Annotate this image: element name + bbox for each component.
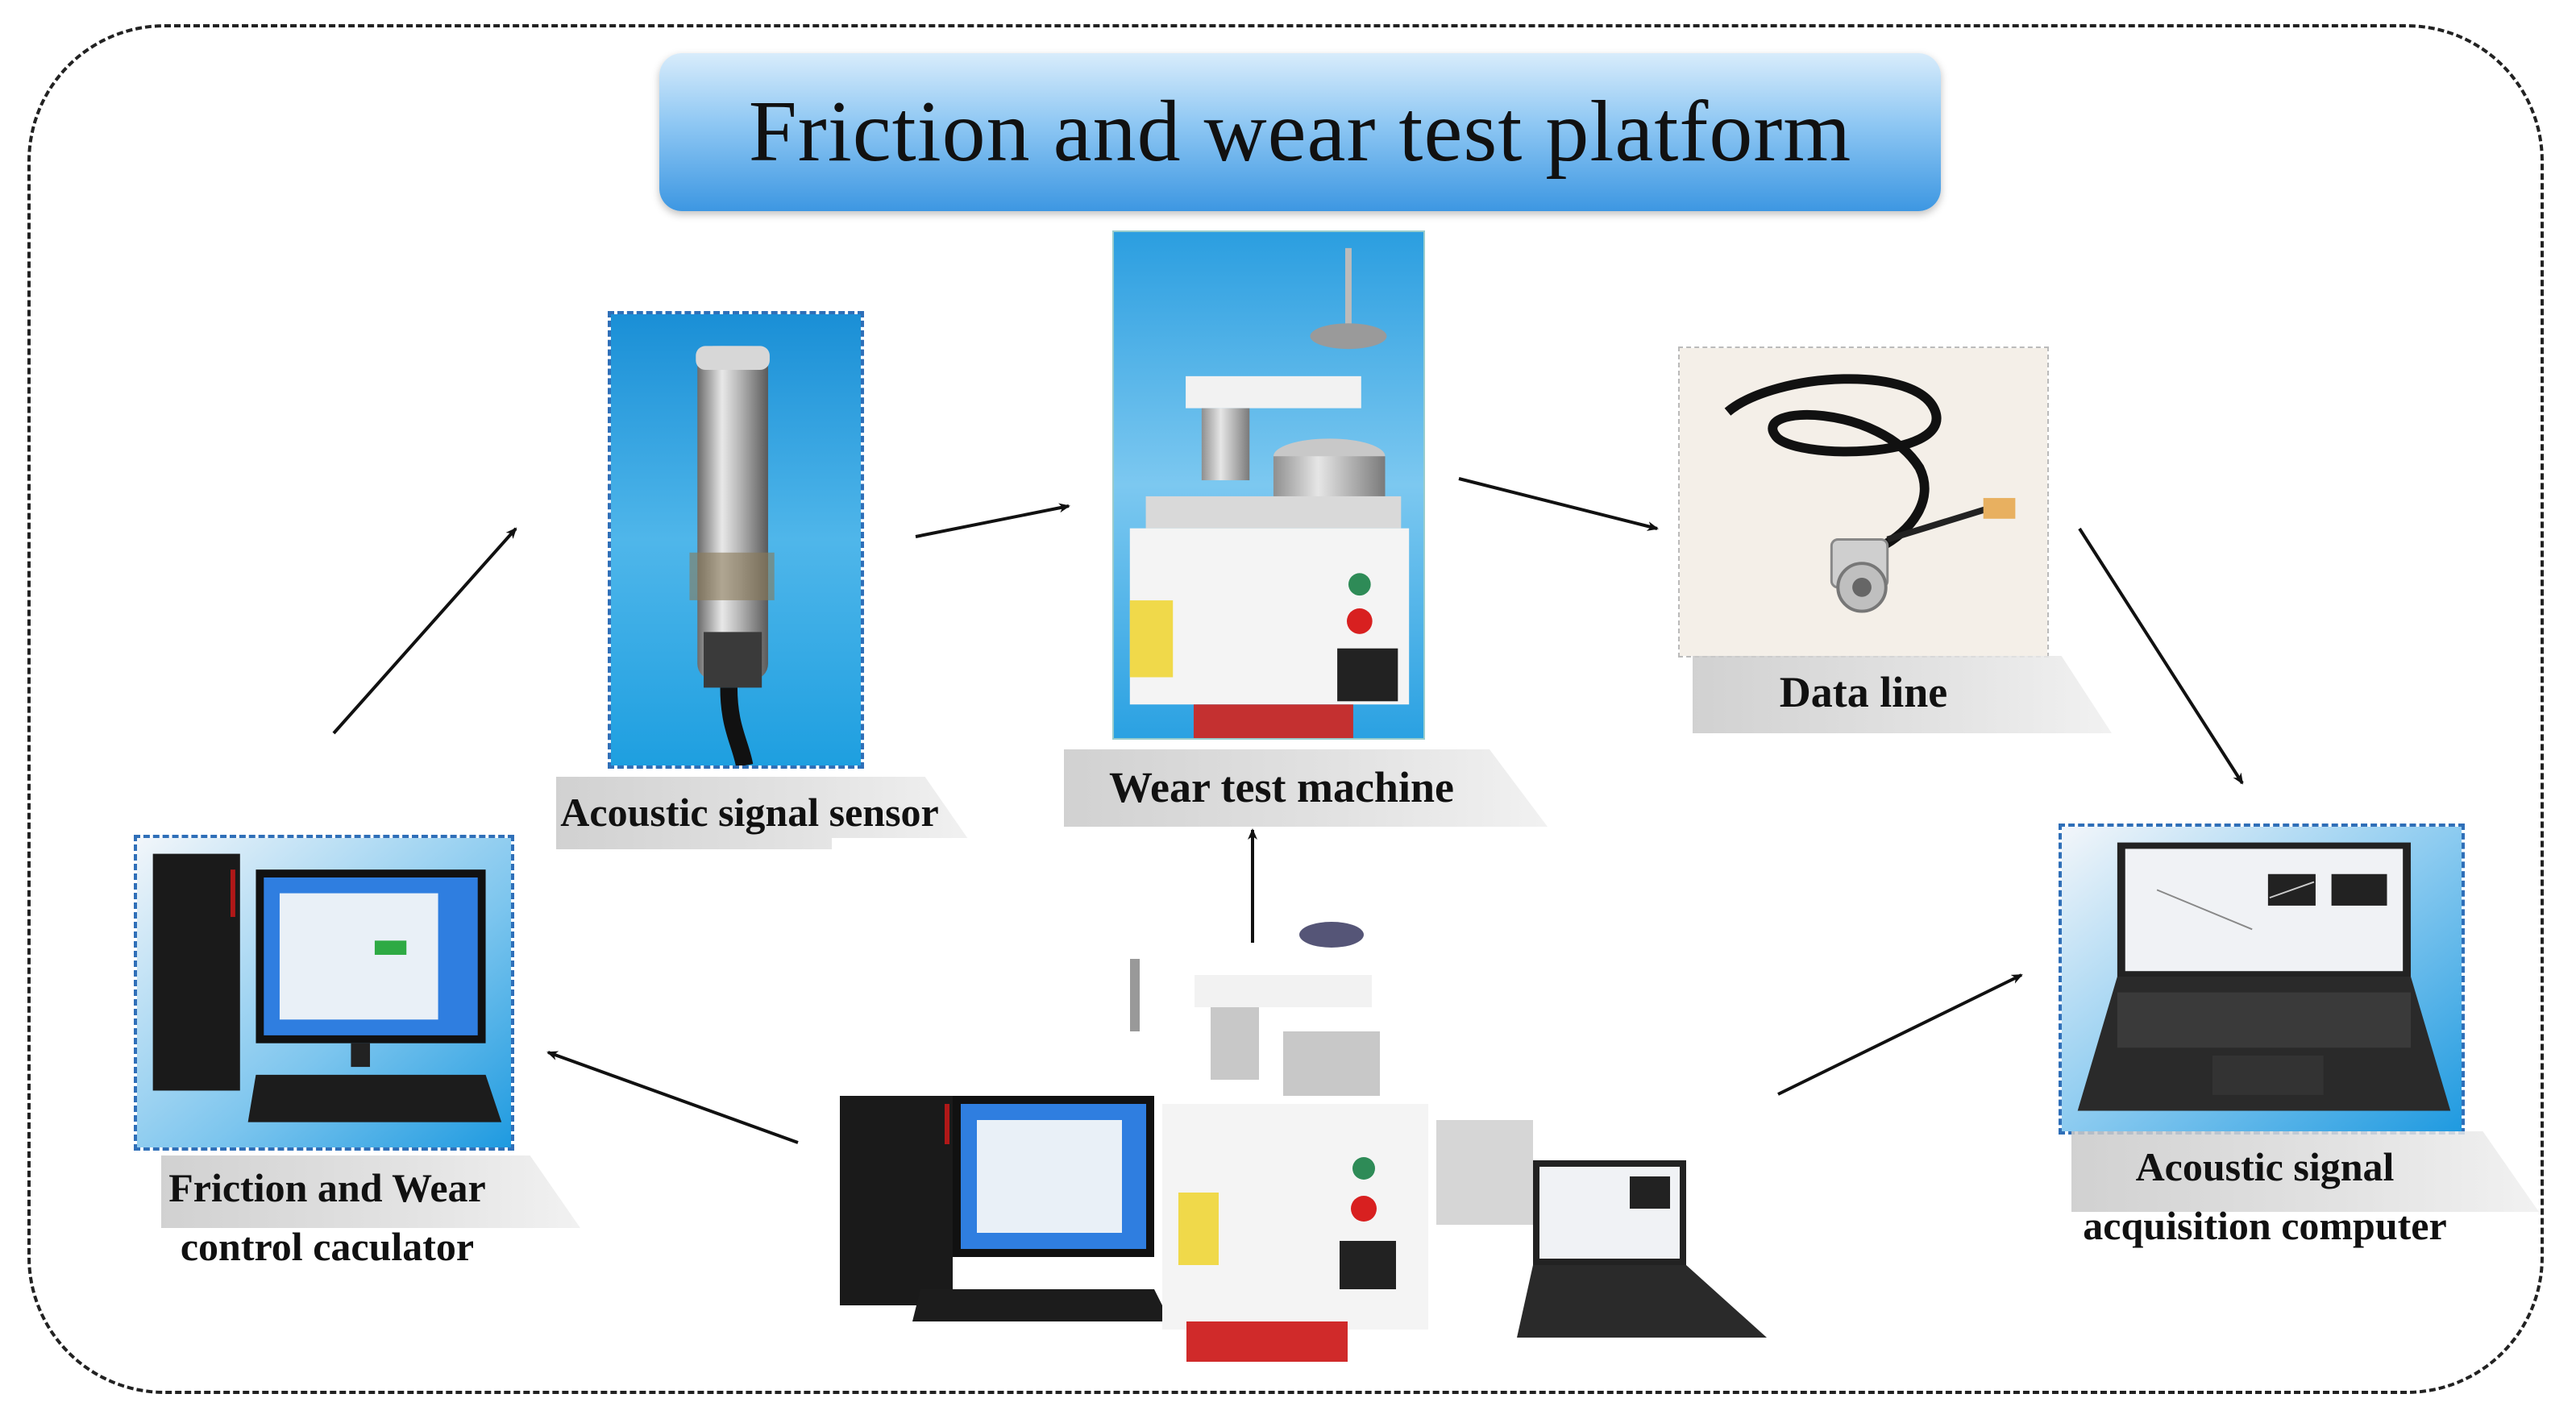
acq-label-line1: Acoustic signal	[2135, 1144, 2395, 1189]
dashed-frame	[27, 24, 2544, 1394]
control-label-line1: Friction and Wear	[168, 1165, 486, 1210]
sensor-label: Acoustic signal sensor	[560, 790, 939, 835]
control-label-line2: control caculator	[180, 1223, 475, 1269]
arrow-sensor-to-machine	[915, 503, 1070, 538]
arrow-machine-to-dataline	[1458, 477, 1659, 531]
sensor-label-shadow	[556, 777, 975, 849]
control-label-shadow	[161, 1155, 580, 1228]
control-label: Friction and Wear control caculator	[126, 1159, 529, 1276]
machine-label: Wear test machine	[1109, 763, 1454, 811]
full-setup-photo	[832, 838, 1781, 1362]
arrow-dataline-to-acq	[2078, 527, 2244, 785]
arrow-control-to-sensor	[332, 527, 517, 735]
arrow-setup-to-acq	[1777, 973, 2023, 1096]
acq-label-shadow	[2071, 1131, 2539, 1212]
desktop-computer-photo	[134, 835, 514, 1151]
arrow-setup-to-control	[546, 1051, 799, 1144]
title-banner: Friction and wear test platform	[659, 53, 1941, 211]
data-line-label-shadow	[1693, 656, 2112, 733]
acq-label: Acoustic signal acquisition computer	[2063, 1138, 2466, 1255]
sensor-photo	[608, 311, 864, 769]
data-line-label: Data line	[1779, 668, 1948, 716]
laptop-photo	[2059, 824, 2465, 1135]
machine-label-shadow	[1064, 749, 1548, 827]
wear-machine-photo	[1112, 230, 1425, 740]
acq-label-line2: acquisition computer	[2083, 1202, 2447, 1248]
page-title: Friction and wear test platform	[748, 84, 1852, 180]
